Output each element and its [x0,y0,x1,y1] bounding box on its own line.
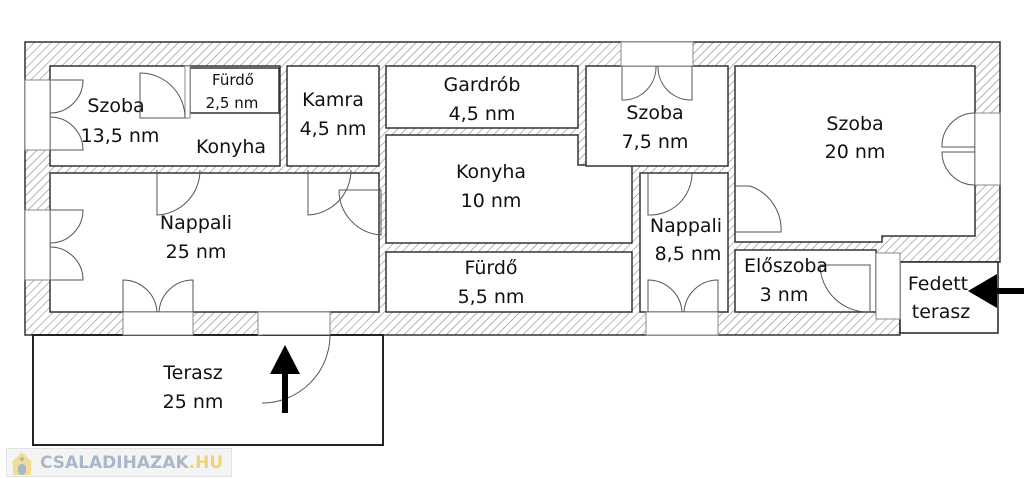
label-gardrob: Gardrób [444,74,521,96]
area-furdo2: 5,5 nm [458,286,525,308]
entrance-arrow-icon [270,345,300,413]
room-nappali-25 [49,172,380,313]
door-swings [49,65,976,404]
area-gardrob: 4,5 nm [449,103,516,125]
house-icon [10,451,34,475]
area-kamra: 4,5 nm [300,118,367,140]
label-fedett-2: terasz [912,301,970,323]
label-szoba1: Szoba [87,95,144,117]
area-eloszoba: 3 nm [760,284,809,306]
label-furdo2: Fürdő [464,257,517,279]
room-szoba-7 [585,65,729,167]
terasz-area [32,334,384,446]
watermark-suffix: .HU [188,452,224,473]
room-furdo-5 [385,251,633,313]
label-szoba3: Szoba [826,113,883,135]
label-konyha2: Konyha [456,161,526,183]
label-fedett: Fedett [908,273,968,295]
room-nappali-8 [639,172,729,313]
area-szoba3: 20 nm [825,141,886,163]
room-eloszoba [734,249,877,313]
room-kamra [286,65,380,167]
entrance-arrow-right-icon [968,274,1024,308]
label-furdo1: Fürdő [212,71,254,89]
room-gardrob [385,65,579,129]
watermark-text: CSALADIHAZAK [40,452,189,473]
area-furdo1: 2,5 nm [206,94,259,112]
label-kamra: Kamra [302,89,364,111]
label-nappali2: Nappali [650,215,722,237]
label-nappali1: Nappali [160,212,232,234]
watermark-logo: CSALADIHAZAK.HU [6,448,233,477]
label-eloszoba: Előszoba [744,255,828,277]
room-furdo-2 [189,67,280,114]
label-szoba2: Szoba [626,102,683,124]
area-szoba2: 7,5 nm [622,131,689,153]
room-szoba-20 [734,65,976,243]
label-konyha1: Konyha [196,136,266,158]
label-terasz: Terasz [162,362,222,384]
area-szoba1: 13,5 nm [81,125,160,147]
area-nappali2: 8,5 nm [655,243,722,265]
area-konyha2: 10 nm [461,190,522,212]
area-terasz: 25 nm [163,391,224,413]
area-nappali1: 25 nm [166,241,227,263]
